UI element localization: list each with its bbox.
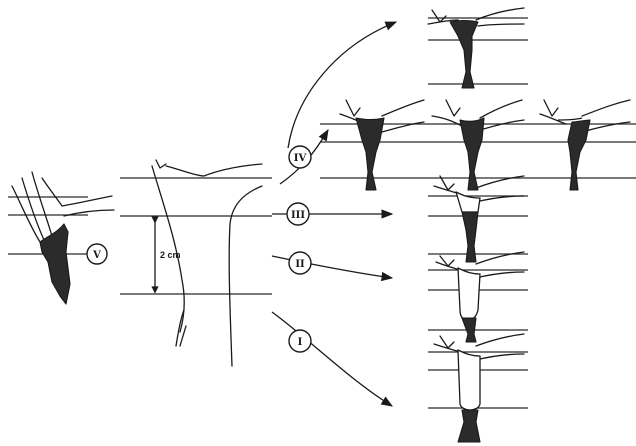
- scale-label: 2 cm: [160, 250, 181, 260]
- panel-stage-v: [8, 172, 114, 304]
- stage-badge-iii: III: [287, 203, 309, 225]
- panel-reference: 2 cm: [120, 160, 272, 366]
- stage-badge-iv: IV: [289, 146, 311, 168]
- svg-text:III: III: [291, 210, 305, 221]
- panel-row-iv: [320, 100, 636, 190]
- panel-row-ii: [428, 252, 528, 342]
- svg-text:II: II: [295, 259, 305, 270]
- stage-badge-v: V: [87, 244, 107, 264]
- svg-text:I: I: [298, 337, 303, 348]
- stage-badge-i: I: [289, 330, 311, 352]
- arrow-i: [272, 312, 392, 406]
- stage-badge-ii: II: [289, 252, 311, 274]
- panel-top-result: [428, 8, 528, 88]
- svg-text:V: V: [92, 250, 101, 261]
- panel-row-i: [428, 334, 528, 442]
- svg-text:IV: IV: [294, 153, 307, 164]
